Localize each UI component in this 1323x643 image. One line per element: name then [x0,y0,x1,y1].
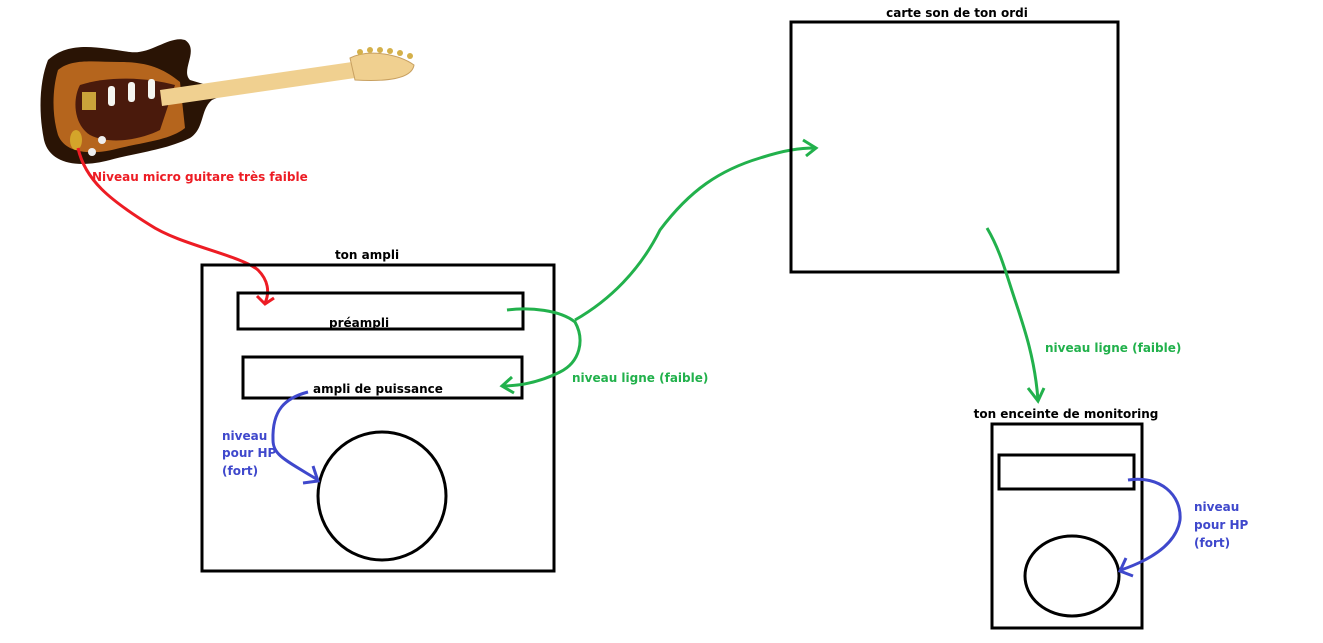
amp-title: ton ampli [335,248,399,262]
guitar-level-label: Niveau micro guitare très faible [92,170,308,184]
sound-card-to-monitor-arrow [985,227,1040,401]
power-amp-box [241,355,524,400]
amp-box [200,263,556,573]
monitor-title: ton enceinte de monitoring [974,407,1159,421]
sound-card-box [789,20,1120,274]
guitar-cable-arrow [76,147,270,304]
monitor-box [990,422,1144,630]
monitor-speaker [1023,534,1121,618]
electric-guitar-image [40,39,415,164]
preamp-label: préampli [329,316,389,330]
monitor-speaker-level-label: niveau pour HP (fort) [1194,500,1253,550]
amp-speaker-arrow [271,390,319,482]
monitor-amp-box [997,453,1136,491]
preamp-box [236,291,525,331]
amp-speaker-level-label: niveau pour HP (fort) [222,429,281,478]
amp-line-level-label: niveau ligne (faible) [572,371,708,385]
preamp-to-power-amp-arrow [501,307,582,388]
monitor-speaker-arrow [1120,477,1182,572]
amp-to-sound-card-arrow [574,146,816,322]
sound-card-line-level-label: niveau ligne (faible) [1045,341,1181,355]
sound-card-title: carte son de ton ordi [886,6,1028,20]
power-amp-label: ampli de puissance [313,382,443,396]
amp-speaker [316,430,448,562]
